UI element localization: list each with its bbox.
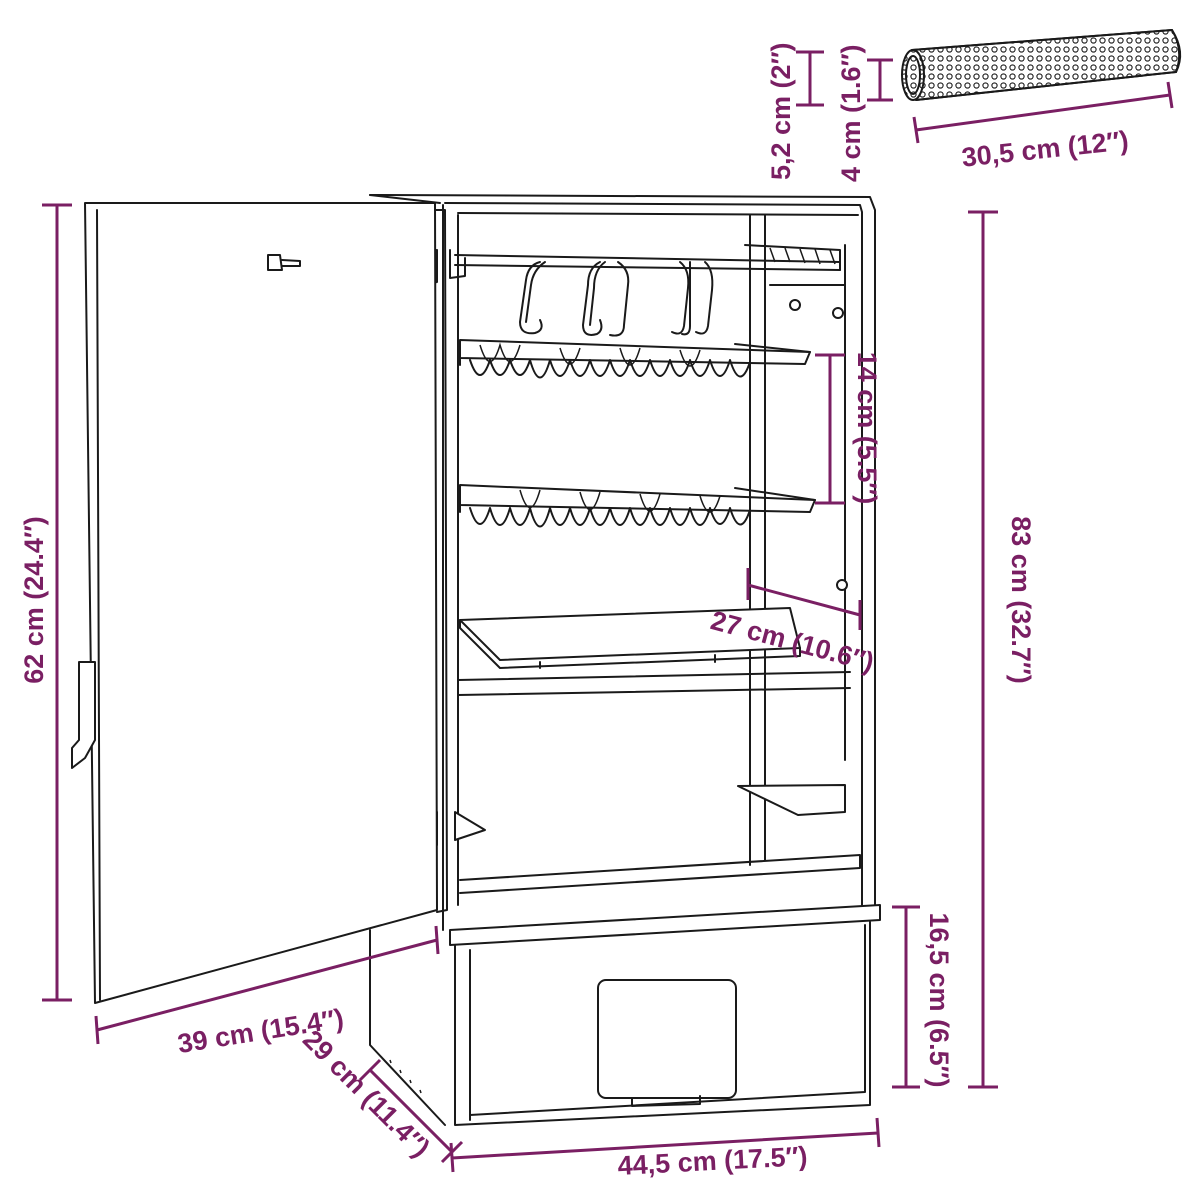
tube-height-outer-label: 5,2 cm (2″)	[766, 43, 796, 181]
tube-height-inner-dimension: 4 cm (1.6″)	[836, 45, 893, 183]
total-height-dimension: 83 cm (32.7″)	[968, 210, 1036, 1089]
smoke-tube-icon	[901, 29, 1182, 101]
tube-length-label: 30,5 cm (12″)	[960, 125, 1130, 172]
drawer-height-dimension: 16,5 cm (6.5″)	[892, 905, 954, 1089]
rack-spacing-label: 14 cm (5.5″)	[852, 352, 882, 505]
rack-spacing-dimension: 14 cm (5.5″)	[815, 352, 882, 505]
smoker-cabinet-icon	[71, 194, 881, 1126]
total-height-label: 83 cm (32.7″)	[1006, 516, 1036, 684]
drawer-height-label: 16,5 cm (6.5″)	[924, 912, 954, 1087]
door-height-label: 62 cm (24.4″)	[19, 516, 49, 684]
door-height-dimension: 62 cm (24.4″)	[19, 203, 72, 1002]
tube-height-outer-dimension: 5,2 cm (2″)	[766, 43, 824, 181]
width-dimension: 44,5 cm (17.5″)	[449, 1117, 881, 1181]
depth-dimension: 29 cm (11.4″)	[297, 1024, 464, 1164]
tube-height-inner-label: 4 cm (1.6″)	[836, 45, 866, 183]
